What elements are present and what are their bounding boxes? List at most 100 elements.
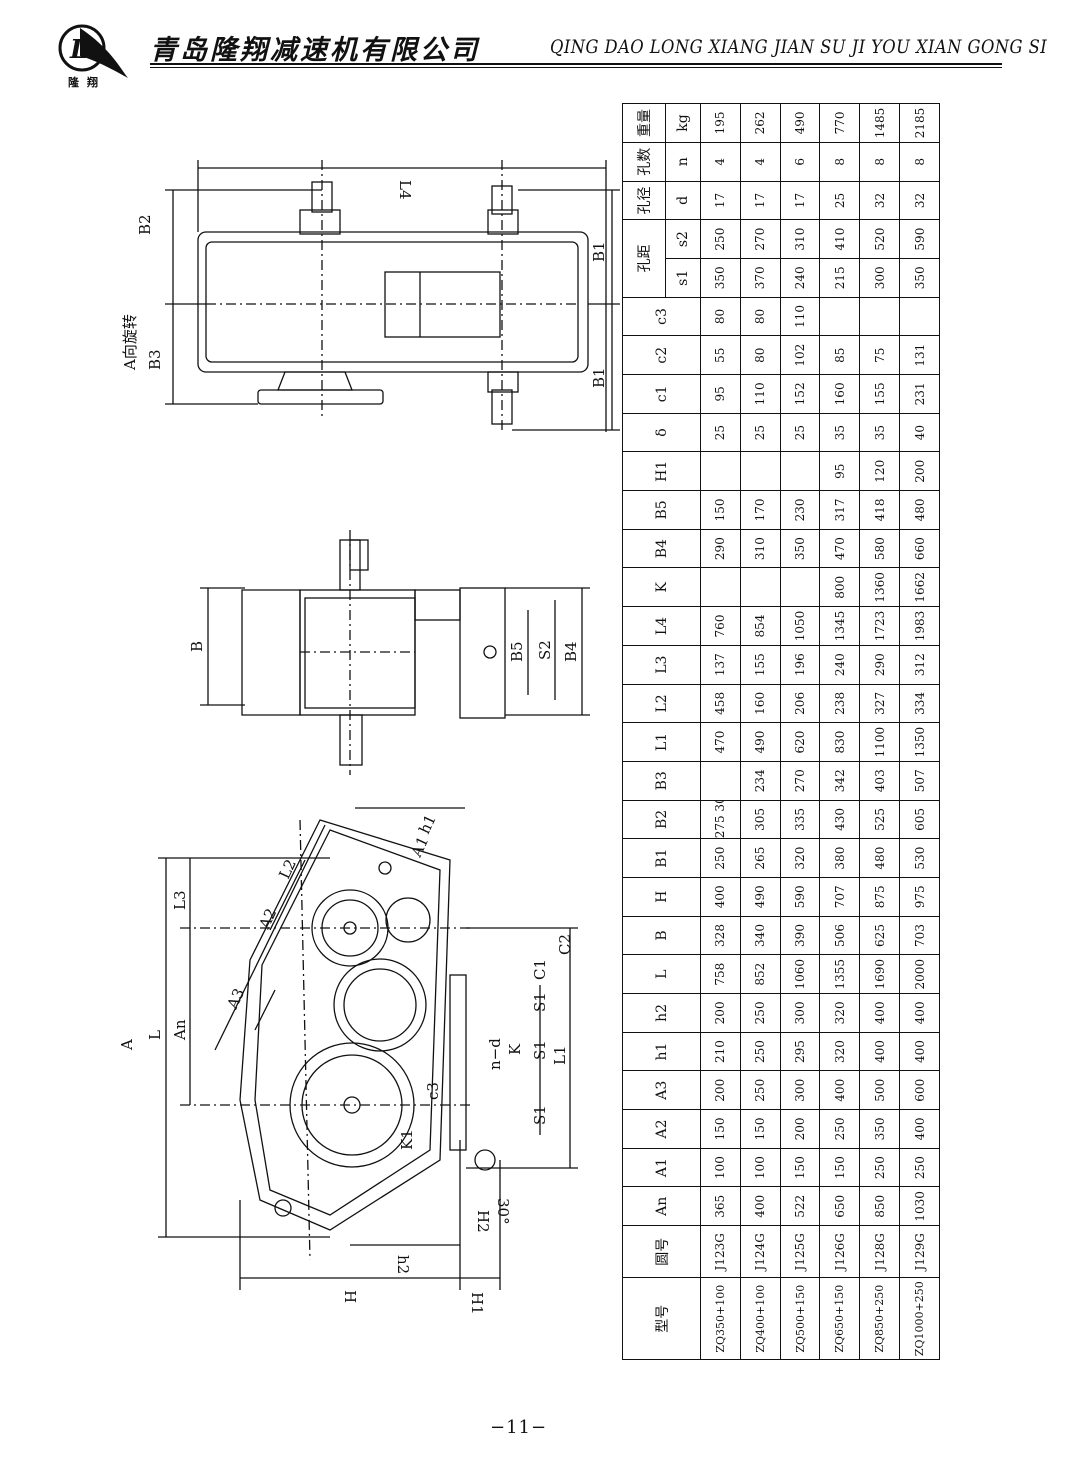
cell-L1: 470 — [700, 722, 741, 762]
cell-A2: 200 — [780, 1109, 820, 1149]
top-view — [165, 160, 620, 432]
cell-B4: 350 — [780, 529, 820, 568]
group-header-weight: 重量 — [622, 103, 666, 143]
cell-kg: 1485 — [859, 103, 900, 143]
cell-A3: 400 — [819, 1070, 860, 1110]
label-S1-mid: S1 — [531, 1040, 549, 1060]
cell-d: 32 — [899, 181, 940, 220]
label-L: L — [146, 1030, 164, 1040]
cell-K: 800 — [819, 567, 860, 607]
cell-A1: 100 — [700, 1148, 741, 1187]
cell-h1: 210 — [700, 1032, 741, 1071]
cell-c3: 80 — [740, 297, 781, 336]
label-L1: L1 — [551, 1045, 569, 1065]
cell-B1: 250 — [700, 838, 741, 878]
label-rotation: A向旋转 — [121, 314, 139, 371]
cell-A1: 250 — [899, 1148, 940, 1187]
cell-L3: 155 — [740, 645, 781, 685]
cell-model: ZQ350+100 — [700, 1277, 741, 1360]
cell-kg: 195 — [700, 103, 741, 143]
cell-L2: 327 — [859, 684, 900, 723]
cell-B2: 525 — [859, 800, 900, 839]
cell-A1: 150 — [780, 1148, 820, 1187]
cell-d: 17 — [740, 181, 781, 220]
cell-h1: 400 — [859, 1032, 900, 1071]
cell-B4: 580 — [859, 529, 900, 568]
col-header-kg: kg — [665, 103, 701, 143]
cell-B1: 265 — [740, 838, 781, 878]
cell-n: 4 — [740, 142, 781, 182]
col-header-s1: s1 — [665, 258, 701, 298]
cell-B5: 150 — [700, 490, 741, 530]
cell-s2: 310 — [780, 219, 820, 259]
cell-L2: 238 — [819, 684, 860, 723]
cell-B: 390 — [780, 916, 820, 955]
group-header-spacing: 孔距 — [622, 219, 666, 298]
cell-L: 1355 — [819, 954, 860, 994]
cell-L2: 206 — [780, 684, 820, 723]
cell-d: 32 — [859, 181, 900, 220]
label-L3: L3 — [171, 890, 189, 910]
cell-L1: 620 — [780, 722, 820, 762]
cell-s1: 215 — [819, 258, 860, 298]
cell-A1: 100 — [740, 1148, 781, 1187]
label-A2: A2 — [255, 906, 280, 933]
cell-delta: 25 — [780, 413, 820, 452]
label-B3: B3 — [146, 349, 164, 370]
cell-L4: 1345 — [819, 606, 860, 646]
label-C2: C2 — [556, 934, 574, 955]
group-header-hole_count: 孔数 — [622, 142, 666, 182]
cell-h1: 400 — [899, 1032, 940, 1071]
cell-d: 17 — [780, 181, 820, 220]
cell-B5: 418 — [859, 490, 900, 530]
col-header-model: 型号 — [622, 1277, 701, 1360]
cell-B3: 234 — [740, 761, 781, 801]
cell-A3: 300 — [780, 1070, 820, 1110]
cell-K — [780, 567, 820, 607]
cell-c3: 110 — [780, 297, 820, 336]
cell-h2: 400 — [859, 993, 900, 1033]
company-name-en: QING DAO LONG XIANG JIAN SU JI YOU XIAN … — [550, 36, 1048, 58]
cell-B2: 430 — [819, 800, 860, 839]
cell-s1: 300 — [859, 258, 900, 298]
cell-c2: 75 — [859, 335, 900, 375]
cell-c3 — [819, 297, 860, 336]
label-S2: S2 — [536, 640, 554, 660]
label-n-d: n−d — [486, 1038, 504, 1070]
cell-A2: 350 — [859, 1109, 900, 1149]
cell-L2: 334 — [899, 684, 940, 723]
cell-c1: 160 — [819, 374, 860, 414]
cell-delta: 35 — [819, 413, 860, 452]
cell-model: ZQ400+100 — [740, 1277, 781, 1360]
cell-B1: 380 — [819, 838, 860, 878]
cell-model: ZQ1000+250 — [899, 1277, 940, 1360]
cell-c2: 102 — [780, 335, 820, 375]
col-header-s2: s2 — [665, 219, 701, 259]
label-B: B — [188, 641, 206, 652]
label-C1: C1 — [531, 959, 549, 980]
cell-n: 6 — [780, 142, 820, 182]
cell-H1: 120 — [859, 451, 900, 491]
cell-B2: 275 300 — [700, 800, 741, 839]
cell-H: 975 — [899, 877, 940, 917]
cell-h1: 320 — [819, 1032, 860, 1071]
cell-B: 340 — [740, 916, 781, 955]
col-header-An: An — [622, 1186, 701, 1226]
cell-A2: 150 — [740, 1109, 781, 1149]
cell-s1: 370 — [740, 258, 781, 298]
cell-c2: 131 — [899, 335, 940, 375]
col-header-ref: 圆号 — [622, 1225, 701, 1278]
cell-B2: 305 — [740, 800, 781, 839]
cell-c2: 55 — [700, 335, 741, 375]
col-header-n: n — [665, 142, 701, 182]
cell-An: 1030 — [899, 1186, 940, 1226]
cell-c1: 152 — [780, 374, 820, 414]
cell-L3: 196 — [780, 645, 820, 685]
cell-B3: 403 — [859, 761, 900, 801]
cell-B: 703 — [899, 916, 940, 955]
